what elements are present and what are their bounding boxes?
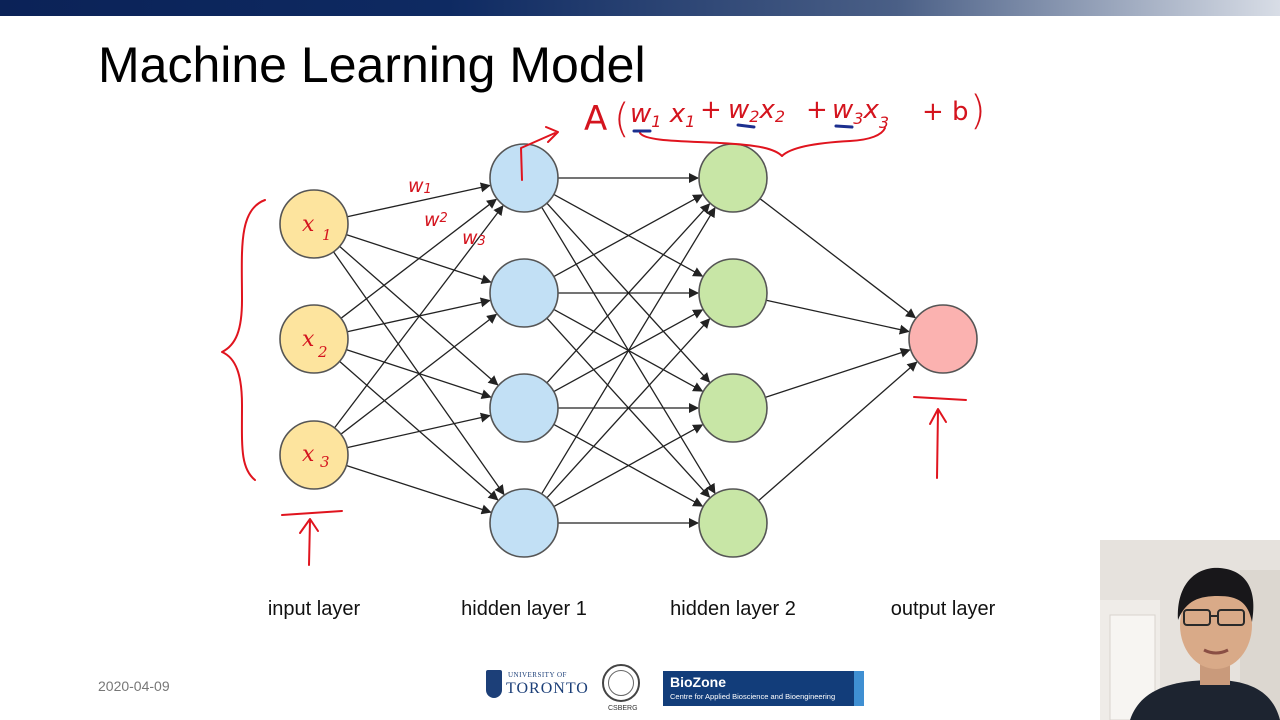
hidden-2-node-3 <box>698 373 768 443</box>
output-underline <box>913 396 967 401</box>
underline-w2 <box>736 123 756 129</box>
formula-open-paren: ( <box>614 96 630 142</box>
edge-input-3-to-hidden-1-4 <box>346 464 492 515</box>
input-arrow <box>299 518 319 566</box>
uoft-small-text: UNIVERSITY OF <box>508 671 567 679</box>
weight-underlines <box>632 123 854 133</box>
hidden-1-node-2 <box>489 258 559 328</box>
input-node-3 <box>279 420 349 490</box>
biozone-logo: BioZone Centre for Applied Bioscience an… <box>663 671 864 706</box>
weight-labels: w1 w2 w3 <box>408 175 486 249</box>
biozone-subtitle: Centre for Applied Bioscience and Bioeng… <box>670 692 836 701</box>
input-label-x3-sub: 3 <box>320 453 330 471</box>
uoft-crest-icon <box>486 670 502 698</box>
edge-hidden-2-4-to-output-1 <box>758 361 918 502</box>
edge-hidden-2-1-to-output-1 <box>759 198 916 319</box>
biozone-title: BioZone <box>670 674 726 690</box>
formula-close-paren: ) <box>970 88 986 134</box>
edge-hidden-1-3-to-hidden-2-1 <box>546 203 711 384</box>
presenter-illustration <box>1100 540 1280 720</box>
hidden-2-node-4 <box>698 488 768 558</box>
edge-input-3-to-hidden-1-3 <box>347 412 491 449</box>
underline-w3 <box>834 124 854 129</box>
hidden-layer-1-label: hidden layer 1 <box>461 598 587 620</box>
university-of-toronto-logo: UNIVERSITY OF TORONTO <box>486 668 589 704</box>
hidden-2-node-1 <box>698 143 768 213</box>
formula-term-2: w2x2 <box>728 95 785 126</box>
input-node-labels: x 1 x 2 x 3 <box>302 212 332 471</box>
edge-hidden-2-3-to-output-1 <box>765 347 911 399</box>
csberg-logo: CSBERG <box>600 664 646 716</box>
csberg-seal-icon <box>602 664 640 702</box>
output-node-1 <box>908 304 978 374</box>
input-underline <box>281 510 343 516</box>
edge-input-2-to-hidden-1-3 <box>346 348 492 400</box>
hidden-1-node-1 <box>489 143 559 213</box>
input-node-2 <box>279 304 349 374</box>
edge-input-2-to-hidden-1-4 <box>339 360 499 501</box>
formula-plus-b: + b <box>922 97 969 127</box>
weight-label-w1: w1 <box>408 175 432 197</box>
csberg-text: CSBERG <box>608 705 638 712</box>
output-layer-label: output layer <box>890 598 996 620</box>
edge-input-2-to-hidden-1-1 <box>340 198 497 319</box>
hidden-arrow <box>520 126 559 181</box>
edge-hidden-1-4-to-hidden-2-3 <box>553 424 704 508</box>
input-label-x2: x <box>302 327 315 352</box>
presenter-webcam <box>1100 540 1280 720</box>
input-label-x1: x <box>302 212 315 237</box>
edge-input-1-to-hidden-1-1 <box>347 182 491 218</box>
hidden-layer-2-label: hidden layer 2 <box>670 598 796 620</box>
input-label-x1-sub: 1 <box>322 226 332 244</box>
formula-plus-1: + <box>700 95 722 125</box>
formula-brace <box>639 127 886 157</box>
hidden-1-node-4 <box>489 488 559 558</box>
output-arrow <box>929 408 947 479</box>
formula-plus-2: + <box>806 95 828 125</box>
slide-top-bar <box>0 0 1280 16</box>
edge-hidden-1-4-to-hidden-2-2 <box>546 318 711 499</box>
edge-hidden-1-4-to-hidden-2-1 <box>541 207 716 495</box>
input-label-x3: x <box>302 442 315 467</box>
input-brace <box>221 199 266 481</box>
network-nodes <box>279 143 978 558</box>
edge-hidden-1-2-to-hidden-2-1 <box>553 194 704 278</box>
input-node-1 <box>279 189 349 259</box>
weight-label-w3: w3 <box>462 227 486 249</box>
uoft-name-text: TORONTO <box>506 680 589 697</box>
hidden-1-node-3 <box>489 373 559 443</box>
network-edges <box>332 173 918 528</box>
formula-a: A <box>584 99 607 139</box>
weight-label-w2: w2 <box>424 209 448 231</box>
csberg-inner-ring <box>608 670 634 696</box>
slide-date: 2020-04-09 <box>98 678 170 694</box>
activation-formula: A ( w1 x1 + w2x2 + w3x3 + b ) <box>584 88 986 142</box>
edge-input-3-to-hidden-1-1 <box>333 205 504 429</box>
input-label-x2-sub: 2 <box>317 343 328 361</box>
handwritten-annotations <box>221 126 967 566</box>
edge-input-3-to-hidden-1-2 <box>340 313 498 435</box>
formula-term-1: w1 x1 <box>630 99 695 131</box>
input-layer-label: input layer <box>267 598 361 620</box>
slide-title: Machine Learning Model <box>98 37 646 93</box>
hidden-2-node-2 <box>698 258 768 328</box>
edge-hidden-2-2-to-output-1 <box>766 299 910 335</box>
